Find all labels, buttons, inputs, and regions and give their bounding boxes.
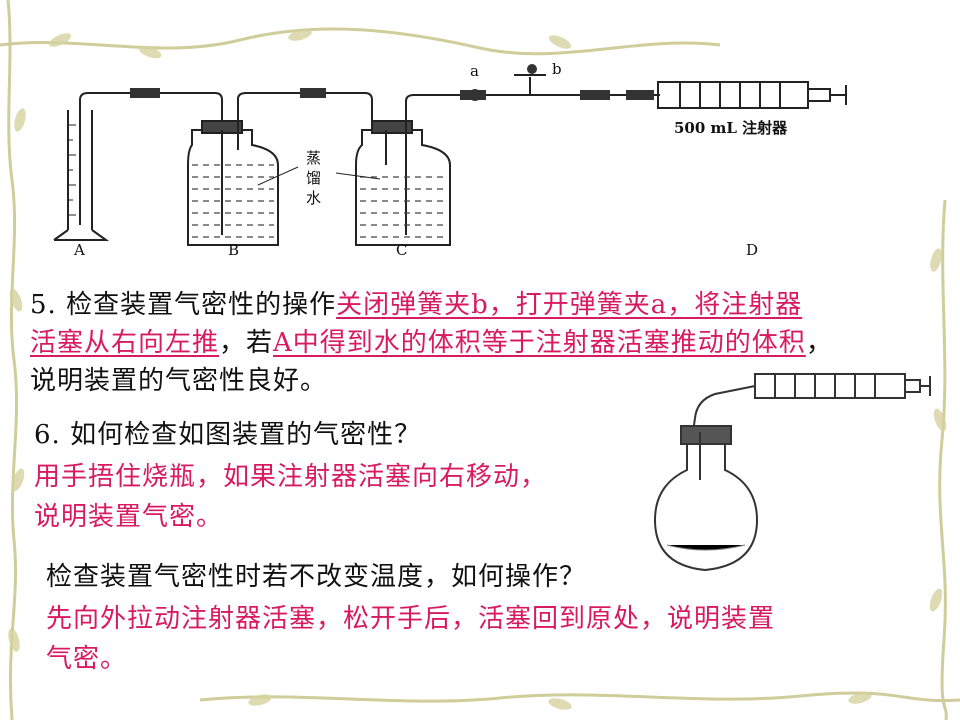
q7-question: 检查装置气密性时若不改变温度，如何操作？ xyxy=(46,562,587,592)
label-D: D xyxy=(746,241,759,259)
q5-line2: 活塞从右向左推，若A中得到水的体积等于注射器活塞推动的体积， xyxy=(30,326,833,360)
water-label-2: 馏 xyxy=(306,169,322,187)
flask-syringe-diagram xyxy=(645,370,935,578)
q5-answer1-line1: 关闭弹簧夹b，打开弹簧夹a，将注射器 xyxy=(336,290,803,320)
q6-answer-line2: 说明装置气密。 xyxy=(34,502,224,532)
q7-answer-line2: 气密。 xyxy=(46,644,128,674)
label-B: B xyxy=(228,241,240,259)
q5-tail-comma: ， xyxy=(805,328,833,358)
q5-answer2: A中得到水的体积等于注射器活塞推动的体积 xyxy=(273,328,806,358)
cylinder-scale xyxy=(68,124,76,216)
q5-line1: 5. 检查装置气密性的操作关闭弹簧夹b，打开弹簧夹a，将注射器 xyxy=(30,288,802,322)
q6-answer-line1: 用手捂住烧瓶，如果注射器活塞向右移动， xyxy=(34,462,548,492)
syringe-label: 500 mL 注射器 xyxy=(674,119,788,137)
apparatus-diagram: a b A B C D 蒸 馏 水 500 mL 注射器 xyxy=(40,55,940,270)
flask-syringe-drawing xyxy=(653,373,931,572)
q6-question: 6. 如何检查如图装置的气密性？ xyxy=(34,420,422,450)
q5-answer1-line2: 活塞从右向左推 xyxy=(30,328,220,358)
label-a-clamp: a xyxy=(470,62,479,80)
q5-conclusion: 说明装置的气密性良好。 xyxy=(30,366,328,396)
q5-mid: ，若 xyxy=(219,328,274,358)
label-A: A xyxy=(74,241,85,259)
label-b-clamp: b xyxy=(552,60,562,78)
q7-answer-line1: 先向外拉动注射器活塞，松开手后，活塞回到原处，说明装置 xyxy=(46,604,776,634)
label-C: C xyxy=(396,241,408,259)
water-hatching xyxy=(192,164,446,238)
water-label-1: 蒸 xyxy=(306,149,322,167)
apparatus-drawing xyxy=(53,64,847,246)
q5-prefix: 5. 检查装置气密性的操作 xyxy=(30,290,337,320)
water-label-3: 水 xyxy=(306,189,322,207)
